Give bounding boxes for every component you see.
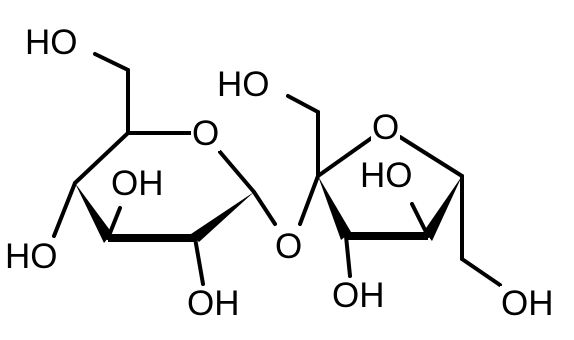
furanose-ch2oh-bottom-label: OH xyxy=(500,284,555,323)
furanose-c3-hydroxyl-label: HO xyxy=(359,156,414,195)
wedge-hexose-c3-c2-front xyxy=(108,234,195,242)
hexose-c3-hydroxyl-label: HO xyxy=(4,237,59,276)
bond-furanose-c2-ring-o xyxy=(316,135,375,178)
bond-hexose-c2-oh xyxy=(193,236,205,286)
bond-hexose-ring-o-c1 xyxy=(218,150,256,194)
hexose-ring-oxygen-label: O xyxy=(191,114,221,153)
furanose-c2-hydroxyl-label: OH xyxy=(331,276,386,315)
bond-c1-glycosidic-o xyxy=(252,190,277,226)
hexose-c2-hydroxyl-label: OH xyxy=(186,284,241,323)
wedge-furanose-c4-c5 xyxy=(424,176,462,241)
furanose-ring-oxygen-label: O xyxy=(371,108,401,147)
wedge-furanose-c2-c3 xyxy=(318,176,351,240)
bond-furanose-ch2-oh xyxy=(286,94,320,114)
bond-hexose-c6-oh xyxy=(93,52,130,72)
wedge-furanose-c3-c4-front xyxy=(346,232,428,240)
bond-glycosidic-o-c2prime xyxy=(298,174,320,226)
bond-furanose-c6-oh xyxy=(460,257,502,287)
wedge-hexose-c1-c2 xyxy=(191,192,254,242)
hexose-c4-hydroxyl-label: OH xyxy=(110,164,165,203)
glycosidic-oxygen-label: O xyxy=(274,227,304,266)
bond-hexose-c4-c5 xyxy=(73,131,130,185)
wedge-hexose-c4-c3 xyxy=(75,183,112,243)
bond-furanose-ring-o-c5 xyxy=(398,135,464,178)
hexose-ch2oh-label: HO xyxy=(24,23,79,62)
bond-hexose-c4-oh xyxy=(52,181,77,238)
bond-furanose-c3-oh xyxy=(344,234,352,278)
furanose-ch2oh-top-label: HO xyxy=(216,65,271,104)
